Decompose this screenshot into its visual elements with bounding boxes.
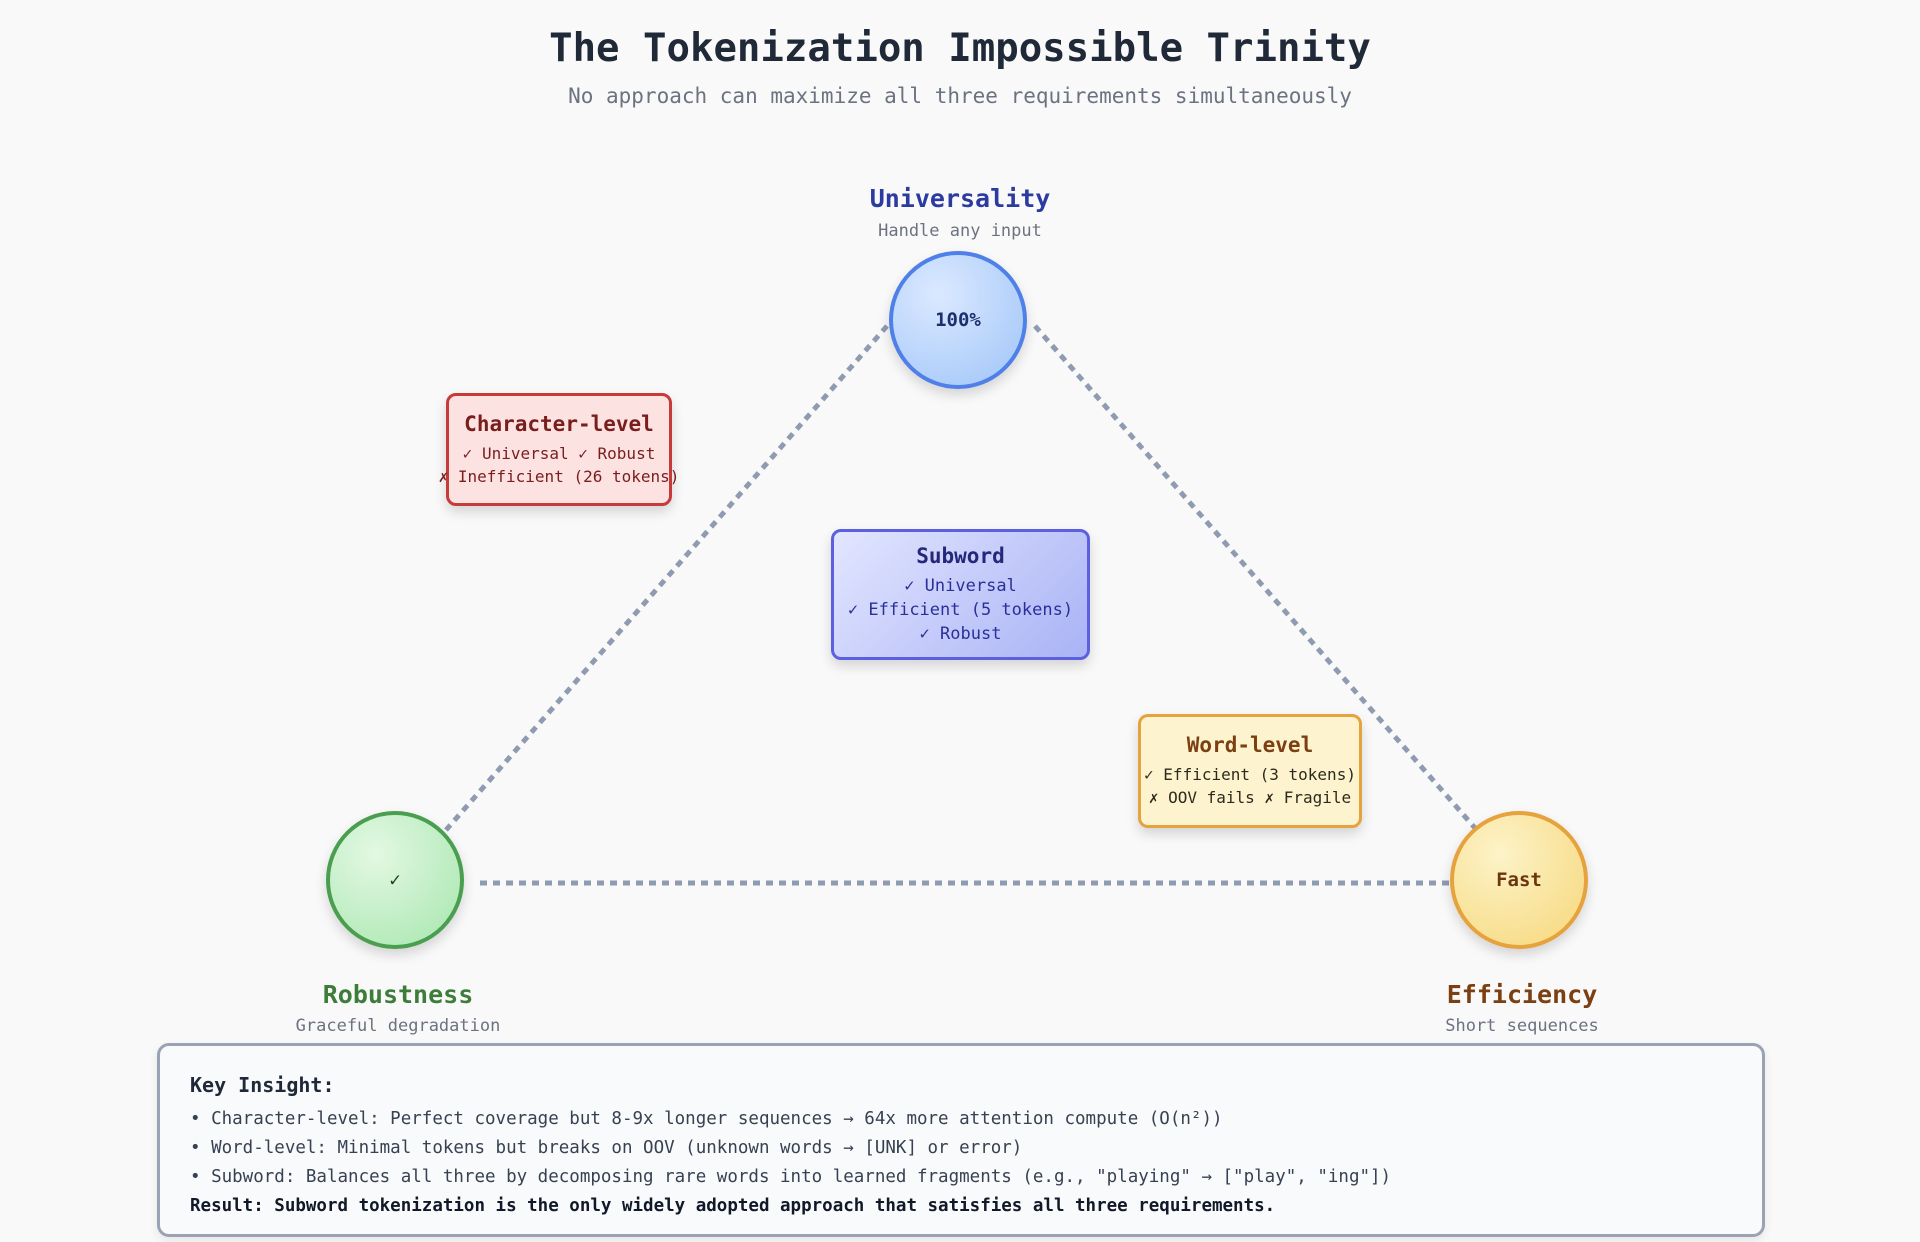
page-subtitle: No approach can maximize all three requi… [568, 84, 1352, 108]
subword-title: Subword [916, 543, 1005, 568]
universality-value: 100% [935, 309, 981, 331]
insight-bullet: • Word-level: Minimal tokens but breaks … [190, 1138, 1023, 1158]
character-level-line: ✓ Universal ✓ Robust [462, 443, 656, 463]
efficiency-label: Efficiency [1446, 980, 1598, 1009]
subword-line: ✓ Efficient (5 tokens) [847, 599, 1074, 620]
insight-result: Result: Subword tokenization is the only… [190, 1196, 1276, 1216]
character-level-line: ✗ Inefficient (26 tokens) [438, 466, 680, 486]
robustness-label: Robustness [322, 980, 474, 1009]
key-insight-panel: Key Insight: • Character-level: Perfect … [157, 1043, 1765, 1237]
efficiency-node: Fast [1450, 811, 1588, 949]
universality-sub: Handle any input [878, 221, 1042, 241]
universality-node: 100% [889, 251, 1027, 389]
subword-line: ✓ Universal [904, 575, 1017, 596]
subword-line: ✓ Robust [919, 623, 1002, 644]
universality-label: Universality [869, 184, 1051, 213]
robustness-sub: Graceful degradation [295, 1016, 501, 1036]
word-level-box: Word-level ✓ Efficient (3 tokens) ✗ OOV … [1138, 714, 1362, 828]
insight-bullet: • Subword: Balances all three by decompo… [190, 1167, 1392, 1187]
word-level-line: ✓ Efficient (3 tokens) [1144, 765, 1356, 784]
word-level-title: Word-level [1186, 733, 1314, 757]
subword-box: Subword ✓ Universal ✓ Efficient (5 token… [831, 529, 1090, 660]
word-level-line: ✗ OOV fails ✗ Fragile [1148, 788, 1352, 807]
check-icon: ✓ [389, 869, 401, 891]
insight-bullet: • Character-level: Perfect coverage but … [190, 1109, 1223, 1129]
character-level-title: Character-level [464, 411, 654, 436]
character-level-box: Character-level ✓ Universal ✓ Robust ✗ I… [439, 393, 679, 506]
robustness-node: ✓ [326, 811, 464, 949]
page-title: The Tokenization Impossible Trinity [549, 26, 1371, 71]
efficiency-value: Fast [1496, 869, 1542, 891]
insight-heading: Key Insight: [190, 1073, 335, 1097]
efficiency-sub: Short sequences [1445, 1016, 1599, 1036]
